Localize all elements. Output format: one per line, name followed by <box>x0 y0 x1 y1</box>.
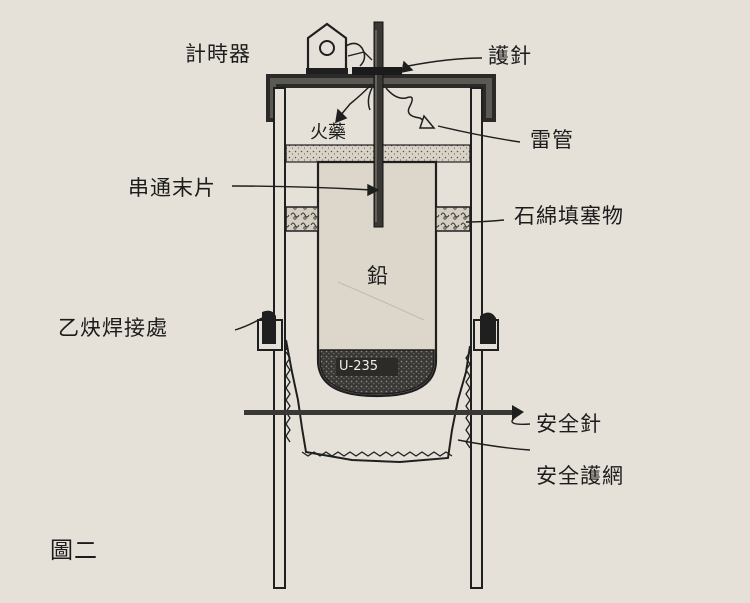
timer-box <box>306 22 373 74</box>
weld-flanges <box>257 310 499 351</box>
lead-container <box>316 160 438 398</box>
label-safety-net: 安全護網 <box>536 464 624 488</box>
asbestos-packing-right <box>435 206 471 232</box>
label-safety-pin: 安全針 <box>536 412 602 436</box>
label-detonator: 雷管 <box>530 128 574 152</box>
label-timer: 計時器 <box>185 42 251 66</box>
safety-net-zigzag <box>285 351 471 457</box>
asbestos-packing-left <box>285 206 319 232</box>
label-asbestos: 石綿填塞物 <box>514 204 624 228</box>
center-rod <box>373 21 384 228</box>
label-lead: 鉛 <box>367 264 389 288</box>
label-guard-pin: 護針 <box>488 44 532 68</box>
label-powder: 火藥 <box>310 122 346 143</box>
label-uranium: U-235 <box>339 359 379 374</box>
safety-pin <box>244 405 524 420</box>
label-plate: 串通末片 <box>128 176 216 200</box>
detonator-wires <box>335 83 436 129</box>
guard-plate <box>352 67 402 75</box>
leader-lines <box>231 57 531 451</box>
safety-net <box>285 339 471 464</box>
scan-artifact <box>337 281 425 321</box>
label-weld: 乙炔焊接處 <box>58 316 168 340</box>
figure-caption: 圖二 <box>50 538 98 564</box>
lid <box>266 74 496 122</box>
